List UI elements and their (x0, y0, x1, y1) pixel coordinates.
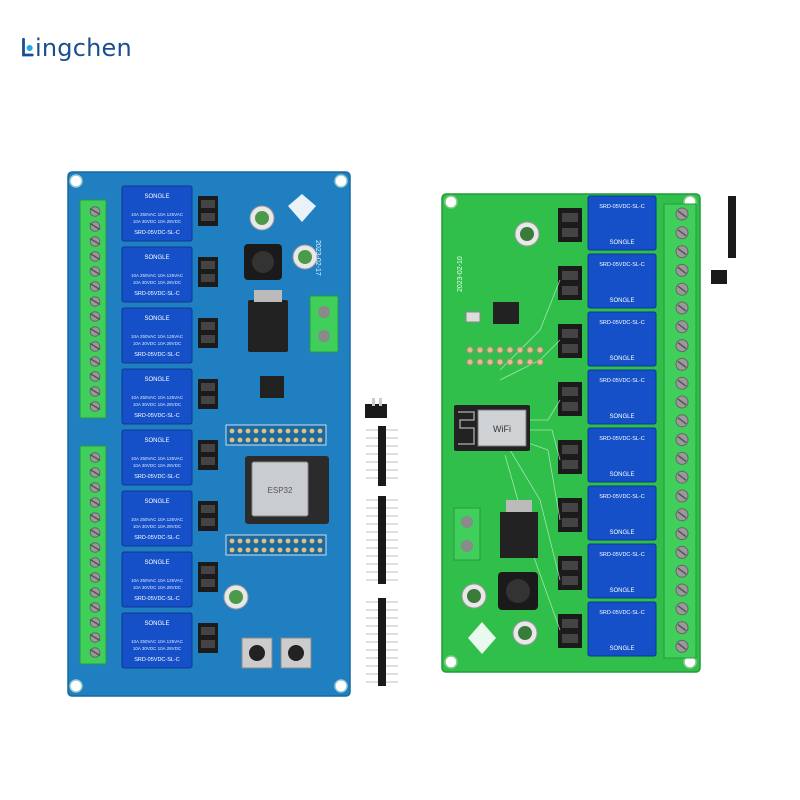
blue-relay: SONGLE 10A 250VAC 10A 125VAC 10A 30VDC 10A… (121, 429, 193, 486)
relay-rating-2: 10A 30VDC 10A 28VDC (133, 280, 182, 285)
relay-rating-2: 10A 30VDC 10A 28VDC (133, 463, 182, 468)
blue-terminal-block-top (79, 199, 107, 419)
blue-pin-header-bottom (225, 534, 327, 556)
relay-brand-label: SONGLE (609, 472, 634, 478)
green-relay: SONGLE SRD-05VDC-SL-C (587, 543, 657, 599)
green-relay: SONGLE SRD-05VDC-SL-C (587, 601, 657, 657)
blue-relay: SONGLE 10A 250VAC 10A 125VAC 10A 30VDC 10A… (121, 551, 193, 608)
relay-brand-label: SONGLE (609, 646, 634, 652)
blue-relay: SONGLE 10A 250VAC 10A 125VAC 10A 30VDC 10A… (121, 612, 193, 669)
relay-brand-label: SONGLE (144, 499, 169, 505)
logo-l-icon (22, 37, 34, 57)
relay-rating-1: 10A 250VAC 10A 125VAC (131, 395, 184, 400)
blue-module-label: ESP32 (268, 486, 293, 495)
green-relay: SONGLE SRD-05VDC-SL-C (587, 369, 657, 425)
green-driver-chips (558, 208, 582, 648)
relay-brand-label: SONGLE (144, 560, 169, 566)
green-relay-column: SONGLE SRD-05VDC-SL-C SONGLE SRD-05VDC-SL-C… (587, 195, 657, 657)
brand-logo: ingchen (20, 34, 132, 62)
relay-brand-label: SONGLE (144, 194, 169, 200)
blue-driver-chips (198, 196, 218, 653)
relay-rating-1: 10A 250VAC 10A 125VAC (131, 517, 184, 522)
relay-brand-label: SONGLE (609, 414, 634, 420)
blue-relay: SONGLE 10A 250VAC 10A 125VAC 10A 30VDC 10A… (121, 185, 193, 242)
blue-pin-header-top (225, 424, 327, 446)
loose-pin-headers (365, 398, 398, 686)
relay-model-label: SRD-05VDC-SL-C (134, 413, 180, 419)
relay-brand-label: SONGLE (609, 240, 634, 246)
relay-model-label: SRD-05VDC-SL-C (134, 535, 180, 541)
relay-model-label: SRD-05VDC-SL-C (134, 352, 180, 358)
green-relay: SONGLE SRD-05VDC-SL-C (587, 311, 657, 367)
relay-brand-label: SONGLE (609, 298, 634, 304)
blue-relay: SONGLE 10A 250VAC 10A 125VAC 10A 30VDC 10A… (121, 246, 193, 303)
relay-model-label: SRD-05VDC-SL-C (134, 291, 180, 297)
relay-rating-1: 10A 250VAC 10A 125VAC (131, 456, 184, 461)
relay-model-label: SRD-05VDC-SL-C (599, 204, 645, 210)
relay-rating-1: 10A 250VAC 10A 125VAC (131, 578, 184, 583)
relay-model-label: SRD-05VDC-SL-C (599, 610, 645, 616)
green-relay: SONGLE SRD-05VDC-SL-C (587, 427, 657, 483)
blue-relay: SONGLE 10A 250VAC 10A 125VAC 10A 30VDC 10A… (121, 307, 193, 364)
relay-rating-1: 10A 250VAC 10A 125VAC (131, 639, 184, 644)
green-relay: SONGLE SRD-05VDC-SL-C (587, 485, 657, 541)
green-module-label: WiFi (493, 424, 511, 434)
blue-terminal-block-bottom (79, 445, 107, 665)
green-relay-board: SONGLE SRD-05VDC-SL-C SONGLE SRD-05VDC-SL-C… (441, 193, 701, 673)
relay-model-label: SRD-05VDC-SL-C (599, 494, 645, 500)
relay-brand-label: SONGLE (144, 316, 169, 322)
blue-relay: SONGLE 10A 250VAC 10A 125VAC 10A 30VDC 10A… (121, 490, 193, 547)
green-date-code: 2023-02-10 (457, 256, 464, 292)
relay-rating-2: 10A 30VDC 10A 28VDC (133, 524, 182, 529)
relay-brand-label: SONGLE (609, 356, 634, 362)
relay-rating-1: 10A 250VAC 10A 125VAC (131, 334, 184, 339)
relay-brand-label: SONGLE (609, 588, 634, 594)
logo-text: ingchen (35, 34, 132, 62)
relay-brand-label: SONGLE (144, 621, 169, 627)
relay-brand-label: SONGLE (609, 530, 634, 536)
relay-brand-label: SONGLE (144, 377, 169, 383)
blue-relay: SONGLE 10A 250VAC 10A 125VAC 10A 30VDC 10A… (121, 368, 193, 425)
relay-brand-label: SONGLE (144, 255, 169, 261)
relay-rating-2: 10A 30VDC 10A 28VDC (133, 585, 182, 590)
relay-rating-2: 10A 30VDC 10A 28VDC (133, 646, 182, 651)
relay-rating-1: 10A 250VAC 10A 125VAC (131, 273, 184, 278)
blue-relay-board: SONGLE 10A 250VAC 10A 125VAC 10A 30VDC 10A… (67, 171, 351, 697)
relay-model-label: SRD-05VDC-SL-C (134, 474, 180, 480)
relay-model-label: SRD-05VDC-SL-C (134, 230, 180, 236)
relay-rating-1: 10A 250VAC 10A 125VAC (131, 212, 184, 217)
relay-brand-label: SONGLE (144, 438, 169, 444)
loose-pin-headers-right (711, 196, 736, 284)
relay-model-label: SRD-05VDC-SL-C (599, 378, 645, 384)
blue-relay-column: SONGLE 10A 250VAC 10A 125VAC 10A 30VDC 10A… (121, 185, 193, 669)
blue-date-code: 2023-02-17 (314, 240, 321, 276)
green-relay: SONGLE SRD-05VDC-SL-C (587, 253, 657, 309)
relay-model-label: SRD-05VDC-SL-C (599, 320, 645, 326)
relay-rating-2: 10A 30VDC 10A 28VDC (133, 341, 182, 346)
relay-model-label: SRD-05VDC-SL-C (599, 436, 645, 442)
relay-model-label: SRD-05VDC-SL-C (599, 262, 645, 268)
green-terminal-block (663, 203, 697, 659)
relay-model-label: SRD-05VDC-SL-C (134, 657, 180, 663)
relay-model-label: SRD-05VDC-SL-C (599, 552, 645, 558)
relay-rating-2: 10A 30VDC 10A 28VDC (133, 219, 182, 224)
green-relay: SONGLE SRD-05VDC-SL-C (587, 195, 657, 251)
relay-model-label: SRD-05VDC-SL-C (134, 596, 180, 602)
relay-rating-2: 10A 30VDC 10A 28VDC (133, 402, 182, 407)
